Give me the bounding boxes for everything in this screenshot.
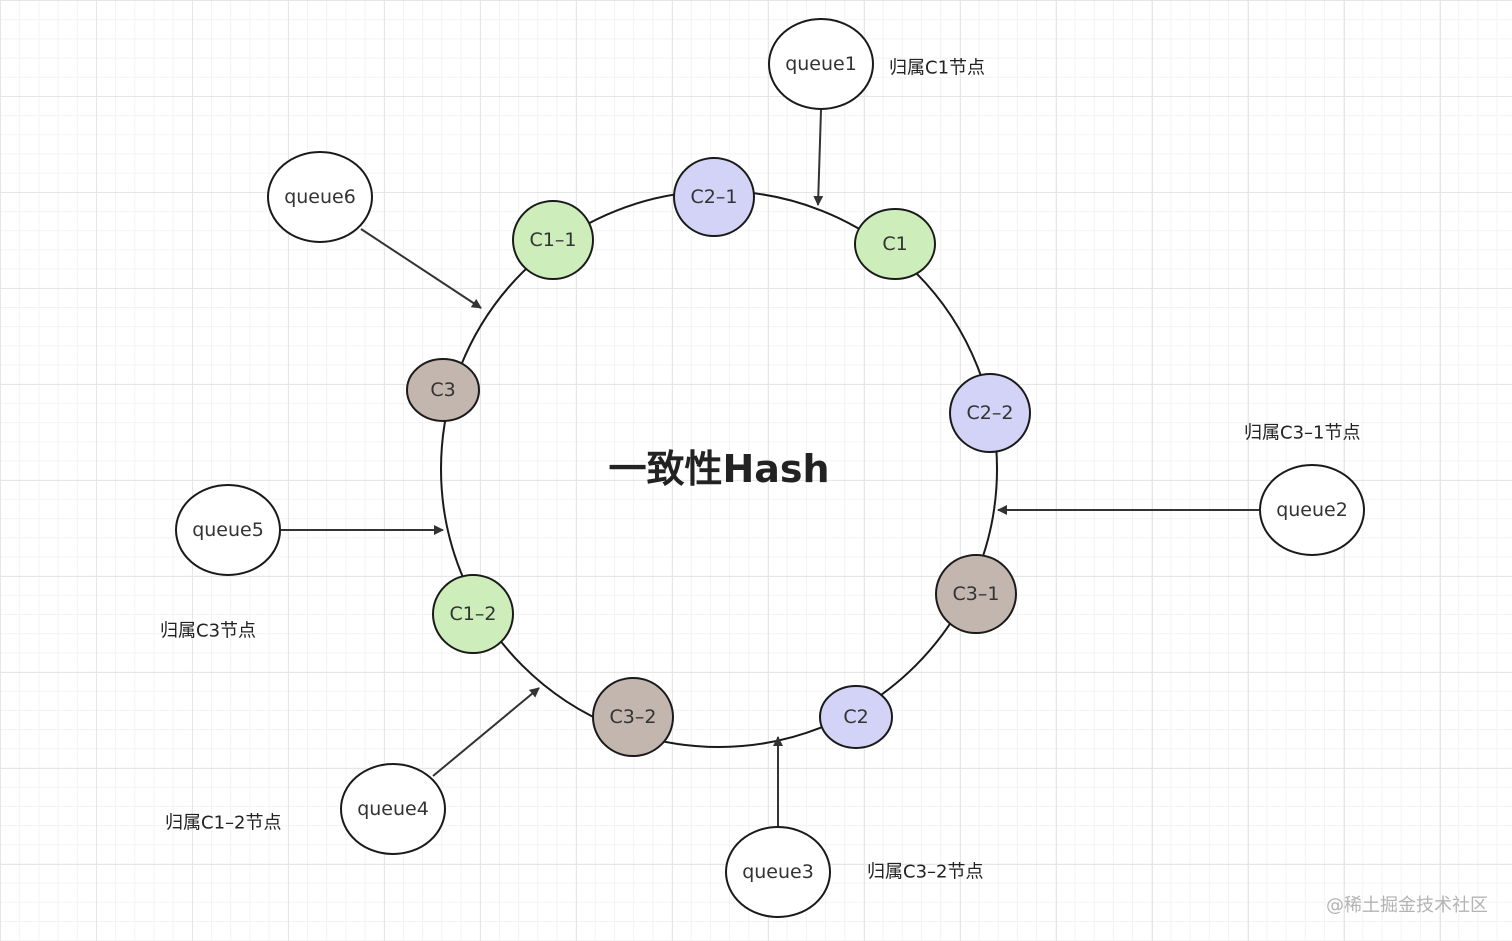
ring-node-c3[interactable]: C3 [406, 358, 480, 422]
queue-node-queue3[interactable]: queue3 [725, 826, 831, 918]
ring-node-label: C3–2 [610, 706, 657, 728]
annotation-queue2: 归属C3–1节点 [1244, 423, 1360, 444]
queue-label: queue5 [192, 519, 264, 541]
annotation-queue5: 归属C3节点 [160, 621, 256, 642]
ring-node-c3-1[interactable]: C3–1 [935, 554, 1017, 634]
ring-node-label: C2–1 [691, 186, 738, 208]
ring-node-c2-1[interactable]: C2–1 [673, 157, 755, 237]
queue-label: queue2 [1276, 499, 1348, 521]
ring-title: 一致性Hash [608, 447, 829, 491]
ring-node-label: C3–1 [953, 583, 1000, 605]
queue-label: queue4 [357, 798, 429, 820]
ring-node-c2-2[interactable]: C2–2 [949, 373, 1031, 453]
ring-node-label: C2–2 [967, 402, 1014, 424]
queue-node-queue4[interactable]: queue4 [340, 763, 446, 855]
ring-node-c3-2[interactable]: C3–2 [592, 677, 674, 757]
ring-node-label: C1–2 [450, 603, 497, 625]
queue-label: queue3 [742, 861, 814, 883]
annotation-queue1: 归属C1节点 [889, 58, 985, 79]
annotation-queue3: 归属C3–2节点 [867, 862, 983, 883]
queue-label: queue6 [284, 186, 356, 208]
ring-node-label: C3 [430, 379, 455, 401]
ring-node-c1-2[interactable]: C1–2 [432, 574, 514, 654]
ring-node-label: C1–1 [530, 229, 577, 251]
ring-node-c1-1[interactable]: C1–1 [512, 200, 594, 280]
queue-node-queue5[interactable]: queue5 [175, 484, 281, 576]
queue-node-queue2[interactable]: queue2 [1259, 464, 1365, 556]
queue-label: queue1 [785, 53, 857, 75]
arrow-queue4-to-ring [432, 687, 540, 777]
arrow-queue6-to-ring [360, 228, 482, 309]
ring-node-label: C1 [882, 233, 907, 255]
queue-node-queue6[interactable]: queue6 [267, 151, 373, 243]
watermark: @稀土掘金技术社区 [1326, 895, 1488, 916]
queue-node-queue1[interactable]: queue1 [768, 18, 874, 110]
ring-node-label: C2 [843, 706, 868, 728]
ring-node-c1[interactable]: C1 [854, 208, 936, 280]
ring-node-c2[interactable]: C2 [819, 685, 893, 749]
annotation-queue4: 归属C1–2节点 [165, 813, 281, 834]
arrow-queue1-to-ring [813, 109, 824, 206]
